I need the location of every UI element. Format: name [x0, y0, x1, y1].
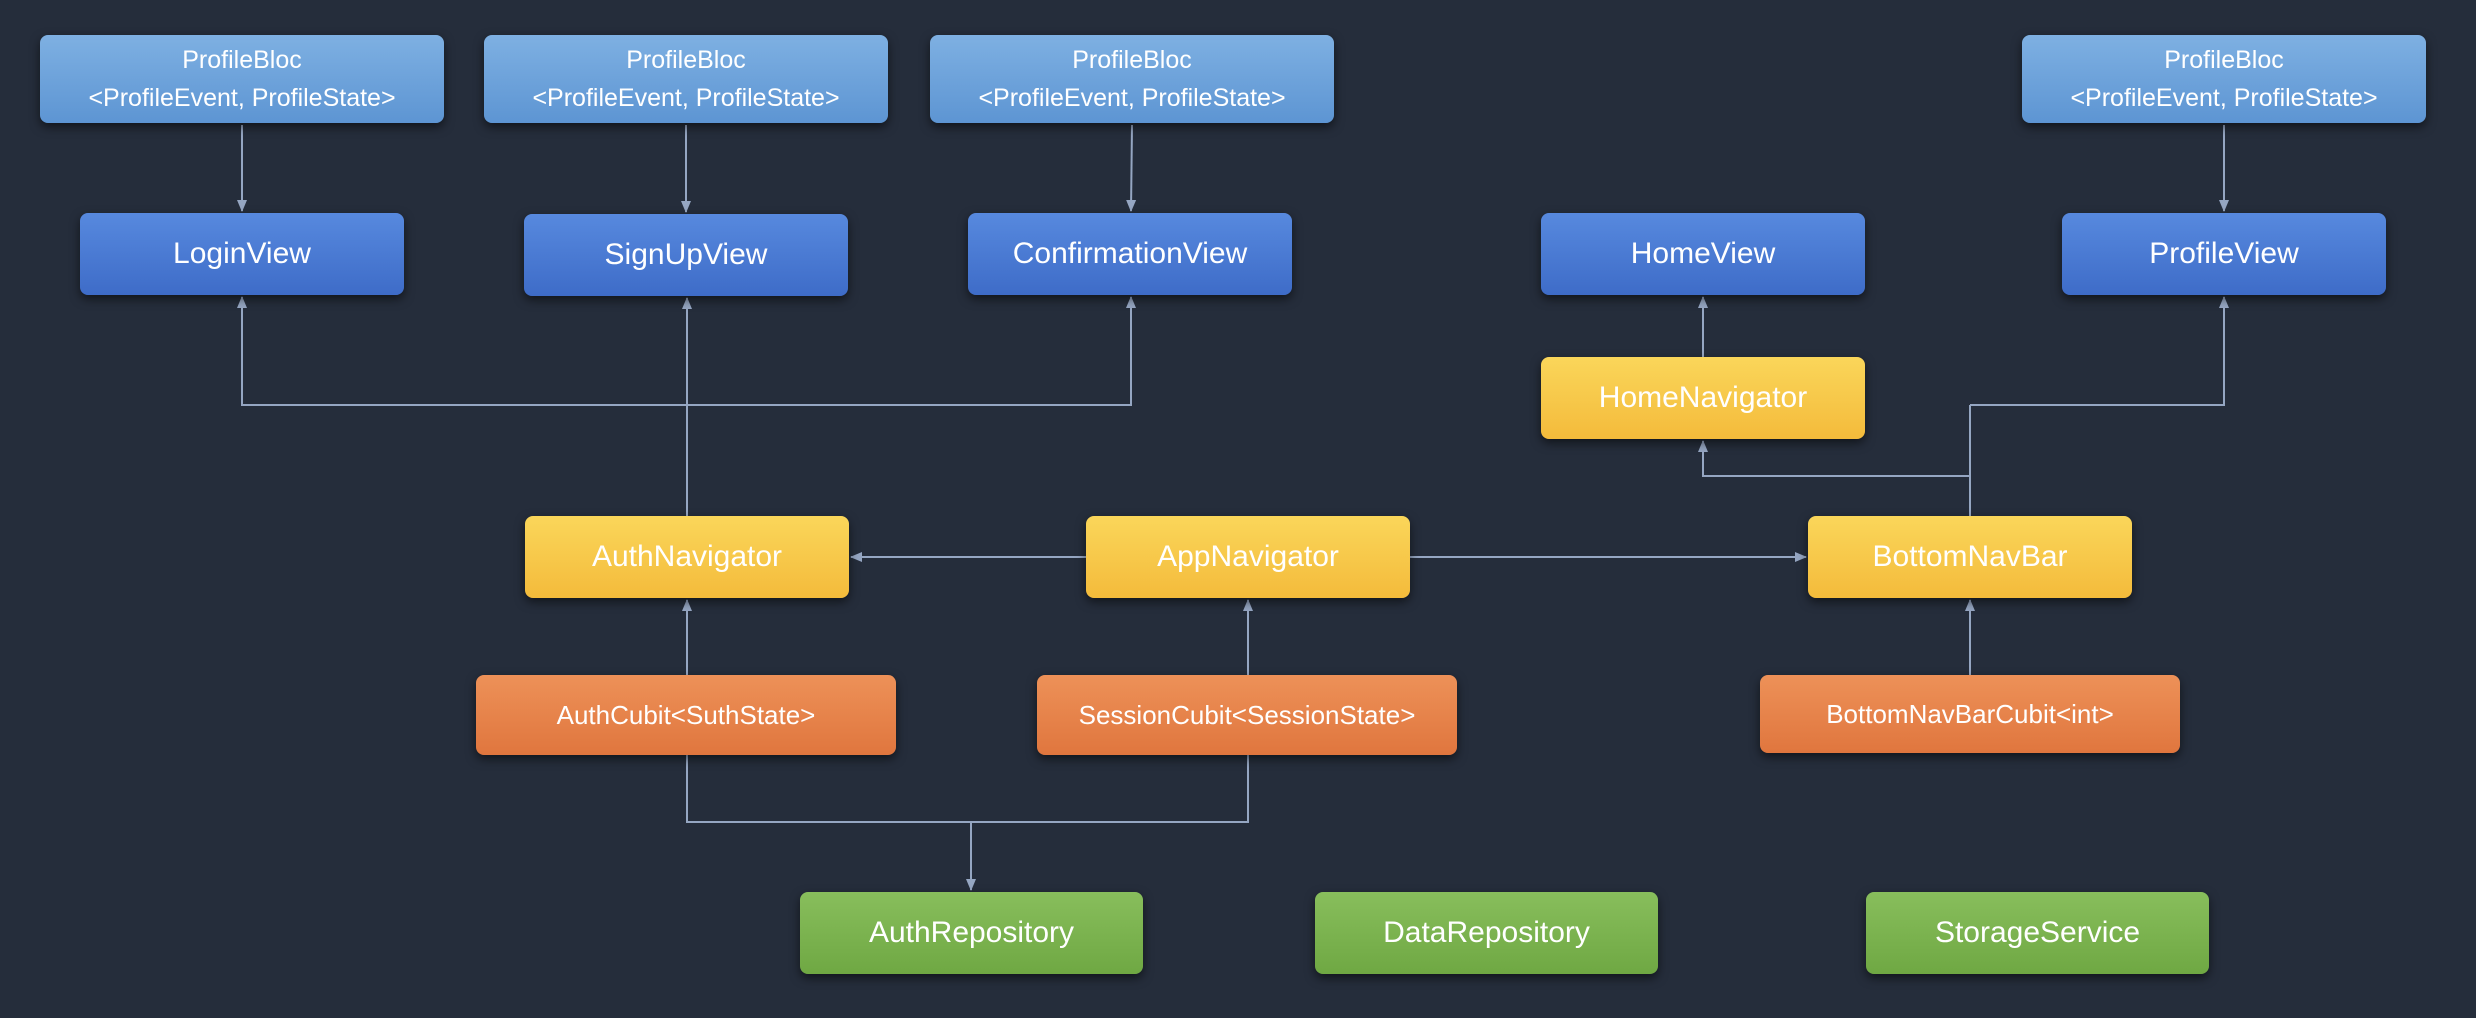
- profile-bloc-profile: ProfileBloc <ProfileEvent, ProfileState>: [2022, 35, 2426, 123]
- auth-repository-node: AuthRepository: [800, 892, 1143, 974]
- edge-session-cubit-to-auth-repository: [971, 755, 1249, 823]
- bottom-nav-bar-cubit-node: BottomNavBarCubit<int>: [1760, 675, 2180, 753]
- bottom-nav-bar-node: BottomNavBar: [1808, 516, 2132, 598]
- storage-service-node: StorageService: [1866, 892, 2209, 974]
- edge-bottom-nav-bar-to-home-navigator: [1698, 440, 1970, 477]
- auth-cubit-node: AuthCubit<SuthState>: [476, 675, 896, 755]
- login-view-node: LoginView: [80, 213, 404, 295]
- edge-auth-navigator-to-login-view: [237, 296, 687, 406]
- profile-bloc-login: ProfileBloc <ProfileEvent, ProfileState>: [40, 35, 444, 123]
- edge-auth-navigator-to-confirmation-view: [687, 296, 1136, 406]
- profile-view-node: ProfileView: [2062, 213, 2386, 295]
- data-repository-node: DataRepository: [1315, 892, 1658, 974]
- edge-bottom-nav-bar-to-profile-view: [1970, 296, 2229, 406]
- confirmation-view-node: ConfirmationView: [968, 213, 1292, 295]
- session-cubit-node: SessionCubit<SessionState>: [1037, 675, 1457, 755]
- profile-bloc-confirmation: ProfileBloc <ProfileEvent, ProfileState>: [930, 35, 1334, 123]
- profile-bloc-signup: ProfileBloc <ProfileEvent, ProfileState>: [484, 35, 888, 123]
- home-view-node: HomeView: [1541, 213, 1865, 295]
- app-navigator-node: AppNavigator: [1086, 516, 1410, 598]
- signup-view-node: SignUpView: [524, 214, 848, 296]
- edge-bloc-to-confirmation-view: [1126, 124, 1137, 212]
- edge-auth-cubit-to-auth-repository: [686, 755, 976, 891]
- home-navigator-node: HomeNavigator: [1541, 357, 1865, 439]
- auth-navigator-node: AuthNavigator: [525, 516, 849, 598]
